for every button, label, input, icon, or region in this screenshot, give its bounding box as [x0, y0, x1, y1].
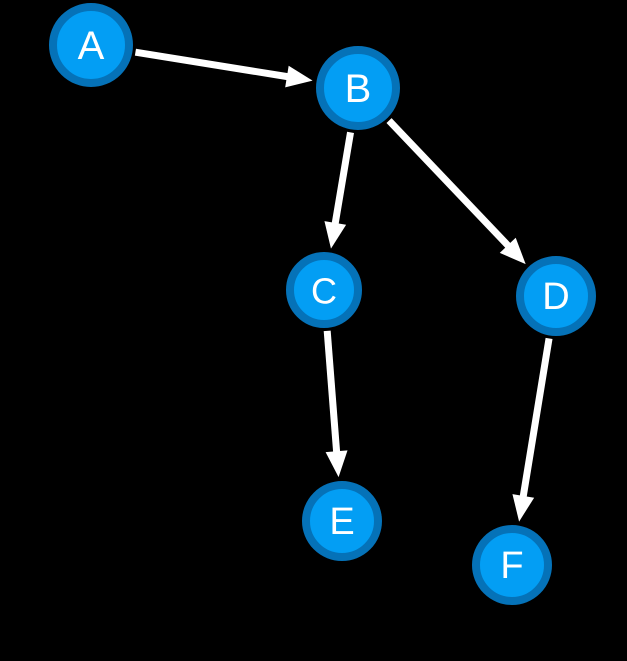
node-label: A [78, 24, 105, 68]
node-label: B [345, 67, 372, 111]
edge-line [519, 337, 553, 499]
graph-node-b[interactable]: B [316, 46, 400, 130]
graph-node-a[interactable]: A [49, 3, 133, 87]
node-label: C [311, 271, 337, 312]
graph-node-d[interactable]: D [516, 256, 596, 336]
arrow-head-icon [325, 450, 348, 478]
graph-edge-a-to-b[interactable] [134, 48, 313, 88]
nodes-layer: A B C D E F [49, 3, 596, 605]
graph-edge-b-to-c[interactable] [324, 131, 354, 249]
node-label: F [500, 545, 523, 587]
edge-line [331, 131, 354, 226]
node-label: D [542, 276, 569, 318]
node-circle [472, 525, 552, 605]
graph-edge-b-to-d[interactable] [386, 118, 526, 265]
arrow-head-icon [324, 221, 347, 249]
node-label: E [329, 501, 354, 543]
node-circle [516, 256, 596, 336]
arrow-head-icon [512, 494, 535, 522]
node-circle [302, 481, 382, 561]
graph-edge-d-to-f[interactable] [512, 337, 553, 522]
graph-node-f[interactable]: F [472, 525, 552, 605]
edge-line [323, 330, 341, 454]
graph-node-e[interactable]: E [302, 481, 382, 561]
graph-node-c[interactable]: C [286, 252, 362, 328]
arrow-head-icon [285, 65, 313, 88]
edge-line [386, 118, 512, 250]
arrow-head-icon [499, 237, 526, 265]
graph-edge-c-to-e[interactable] [323, 330, 348, 478]
node-circle [316, 46, 400, 130]
node-circle [286, 252, 362, 328]
edges-layer [134, 48, 553, 522]
node-circle [49, 3, 133, 87]
edge-line [134, 48, 290, 81]
